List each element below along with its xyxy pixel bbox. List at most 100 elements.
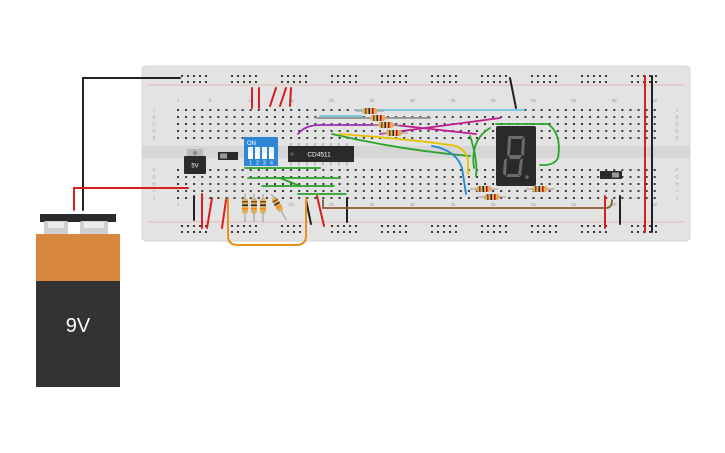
breadboard-hole bbox=[193, 137, 196, 139]
breadboard-hole bbox=[322, 130, 325, 132]
breadboard-hole bbox=[387, 183, 390, 185]
breadboard-hole bbox=[225, 123, 228, 125]
breadboard-hole bbox=[338, 137, 341, 139]
rail-hole bbox=[487, 81, 489, 83]
rail-hole bbox=[237, 231, 239, 233]
resistor bbox=[372, 122, 400, 128]
rail-hole bbox=[181, 75, 183, 77]
breadboard-hole bbox=[621, 176, 624, 178]
breadboard-hole bbox=[201, 130, 204, 132]
breadboard-hole bbox=[330, 176, 333, 178]
breadboard-hole bbox=[653, 109, 656, 111]
breadboard-hole bbox=[443, 183, 446, 185]
rail-hole bbox=[405, 75, 407, 77]
rail-hole bbox=[337, 81, 339, 83]
row-letter: B bbox=[152, 115, 155, 120]
breadboard-hole bbox=[548, 109, 551, 111]
dip-switch[interactable]: ON 1 2 3 4 bbox=[244, 137, 278, 167]
seven-segment-display[interactable]: 8 bbox=[496, 126, 536, 186]
breadboard-hole bbox=[621, 169, 624, 171]
breadboard-hole bbox=[257, 190, 260, 192]
breadboard-hole bbox=[419, 190, 422, 192]
breadboard-hole bbox=[540, 109, 543, 111]
breadboard-hole bbox=[564, 176, 567, 178]
breadboard-hole bbox=[492, 116, 495, 118]
wire-green bbox=[469, 135, 478, 177]
breadboard-hole bbox=[314, 123, 317, 125]
breadboard-hole bbox=[653, 190, 656, 192]
breadboard-hole bbox=[621, 137, 624, 139]
breadboard-hole bbox=[233, 109, 236, 111]
slide-switch-right[interactable] bbox=[600, 171, 622, 179]
resistors[interactable] bbox=[242, 108, 554, 222]
breadboard-hole bbox=[500, 197, 503, 199]
voltage-regulator[interactable]: 5V bbox=[184, 149, 206, 174]
breadboard-hole bbox=[370, 137, 373, 139]
breadboard-hole bbox=[322, 183, 325, 185]
wire-red-power bbox=[221, 199, 227, 229]
breadboard-hole bbox=[467, 197, 470, 199]
breadboard-hole bbox=[581, 183, 583, 185]
rail-hole bbox=[499, 225, 501, 227]
breadboard-hole bbox=[581, 190, 583, 192]
wire-battery-negative bbox=[82, 77, 181, 211]
resistor bbox=[380, 130, 408, 136]
rail-hole bbox=[505, 81, 507, 83]
breadboard-hole bbox=[209, 183, 212, 185]
breadboard-hole bbox=[443, 197, 446, 199]
breadboard-hole bbox=[322, 176, 325, 178]
ic-chip[interactable]: CD4511 bbox=[288, 143, 354, 165]
rail-hole bbox=[287, 231, 289, 233]
rail-hole bbox=[649, 81, 651, 83]
column-numbers: 1155101015152020252530303535404045455050… bbox=[177, 98, 658, 207]
breadboard-hole bbox=[403, 197, 406, 199]
column-number: 10 bbox=[248, 98, 254, 103]
dip-number-3: 3 bbox=[263, 161, 266, 167]
breadboard-hole bbox=[362, 183, 365, 185]
breadboard-hole bbox=[290, 183, 293, 185]
rail-hole bbox=[199, 231, 201, 233]
breadboard-hole bbox=[524, 109, 527, 111]
rail-hole bbox=[505, 231, 507, 233]
breadboard-hole bbox=[177, 123, 179, 125]
breadboard-hole bbox=[306, 116, 309, 118]
battery-9v[interactable]: 9V bbox=[36, 214, 120, 387]
breadboard-hole bbox=[443, 190, 446, 192]
breadboard-hole bbox=[605, 169, 608, 171]
breadboard-hole bbox=[613, 116, 616, 118]
breadboard-hole bbox=[540, 176, 543, 178]
dip-number-1: 1 bbox=[249, 161, 252, 167]
breadboard-hole bbox=[516, 116, 519, 118]
breadboard-hole bbox=[370, 130, 373, 132]
rail-hole bbox=[293, 75, 295, 77]
breadboard-hole bbox=[621, 183, 624, 185]
breadboard-hole bbox=[532, 197, 535, 199]
breadboard-hole bbox=[290, 169, 293, 171]
rail-hole bbox=[443, 225, 445, 227]
breadboard-hole bbox=[185, 109, 188, 111]
breadboard-hole bbox=[217, 183, 220, 185]
rail-hole bbox=[405, 231, 407, 233]
row-letter: F bbox=[676, 168, 679, 173]
rail-hole bbox=[231, 225, 233, 227]
breadboard-hole bbox=[225, 116, 228, 118]
column-number: 55 bbox=[612, 202, 618, 207]
rail-hole bbox=[431, 75, 433, 77]
breadboard-hole bbox=[613, 123, 616, 125]
breadboard[interactable]: 1155101015152020252530303535404045455050… bbox=[141, 65, 691, 242]
breadboard-hole bbox=[597, 130, 600, 132]
breadboard-hole bbox=[597, 116, 600, 118]
slide-switch-left[interactable] bbox=[218, 152, 238, 160]
breadboard-hole bbox=[419, 169, 422, 171]
breadboard-hole bbox=[322, 190, 325, 192]
rail-hole bbox=[249, 75, 251, 77]
breadboard-hole bbox=[653, 183, 656, 185]
breadboard-hole bbox=[290, 197, 293, 199]
breadboard-hole bbox=[492, 123, 495, 125]
breadboard-hole bbox=[225, 183, 228, 185]
row-letter: J bbox=[676, 196, 678, 201]
breadboard-hole bbox=[346, 123, 349, 125]
rail-hole bbox=[531, 231, 533, 233]
wire-green bbox=[331, 133, 471, 157]
breadboard-hole bbox=[411, 137, 414, 139]
